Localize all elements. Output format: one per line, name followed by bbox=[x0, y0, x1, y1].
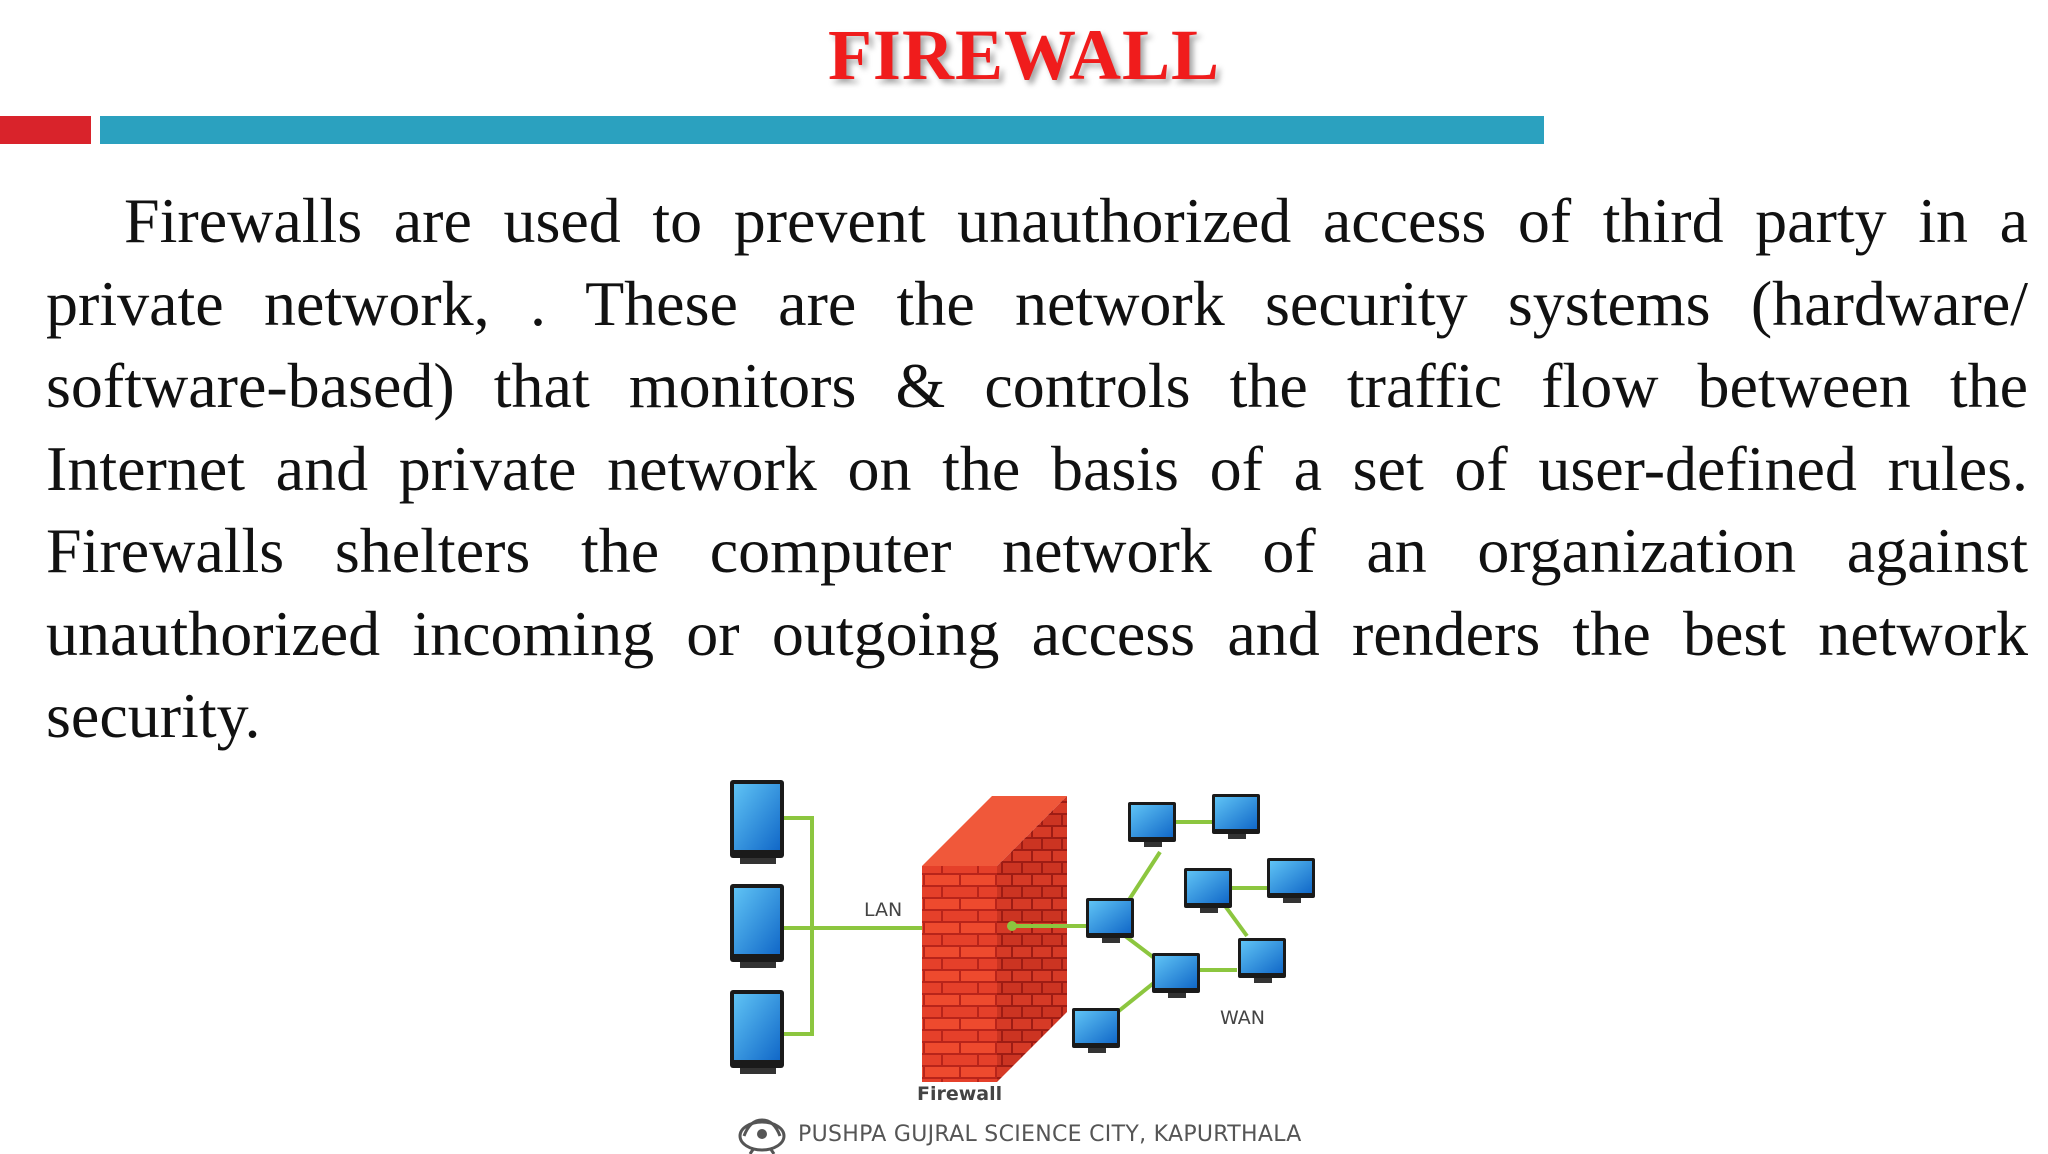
slide-title: FIREWALL bbox=[827, 15, 1221, 95]
lan-monitor-icon bbox=[730, 780, 784, 864]
lan-label: LAN bbox=[864, 899, 902, 921]
footer-institution-text: PUSHPA GUJRAL SCIENCE CITY, KAPURTHALA bbox=[798, 1121, 1302, 1147]
lan-monitor-icon bbox=[730, 990, 784, 1074]
lan-monitor-icon bbox=[730, 884, 784, 968]
wan-monitor-icon bbox=[1152, 953, 1200, 998]
wan-monitor-icon bbox=[1072, 1008, 1120, 1053]
firewall-label: Firewall bbox=[917, 1083, 1002, 1105]
wan-monitor-icon bbox=[1086, 898, 1134, 943]
wan-monitor-icon bbox=[1267, 858, 1315, 903]
brick-wall-icon bbox=[922, 796, 1067, 1082]
institution-logo-icon bbox=[738, 1118, 786, 1154]
wan-monitor-icon bbox=[1128, 802, 1176, 847]
wan-monitor-icon bbox=[1184, 868, 1232, 913]
slide-body-text: Firewalls are used to prevent unauthoriz… bbox=[46, 185, 2028, 751]
slide-footer: PUSHPA GUJRAL SCIENCE CITY, KAPURTHALA bbox=[738, 1114, 1302, 1154]
wan-monitor-icon bbox=[1212, 794, 1260, 839]
wan-monitor-icon bbox=[1238, 938, 1286, 983]
lan-links bbox=[782, 816, 922, 1036]
wan-label: WAN bbox=[1220, 1007, 1265, 1029]
firewall-network-diagram: LAN Firewall bbox=[730, 780, 1315, 1105]
title-accent-bar-blue bbox=[100, 116, 1544, 144]
title-accent-bar-red bbox=[0, 116, 91, 144]
